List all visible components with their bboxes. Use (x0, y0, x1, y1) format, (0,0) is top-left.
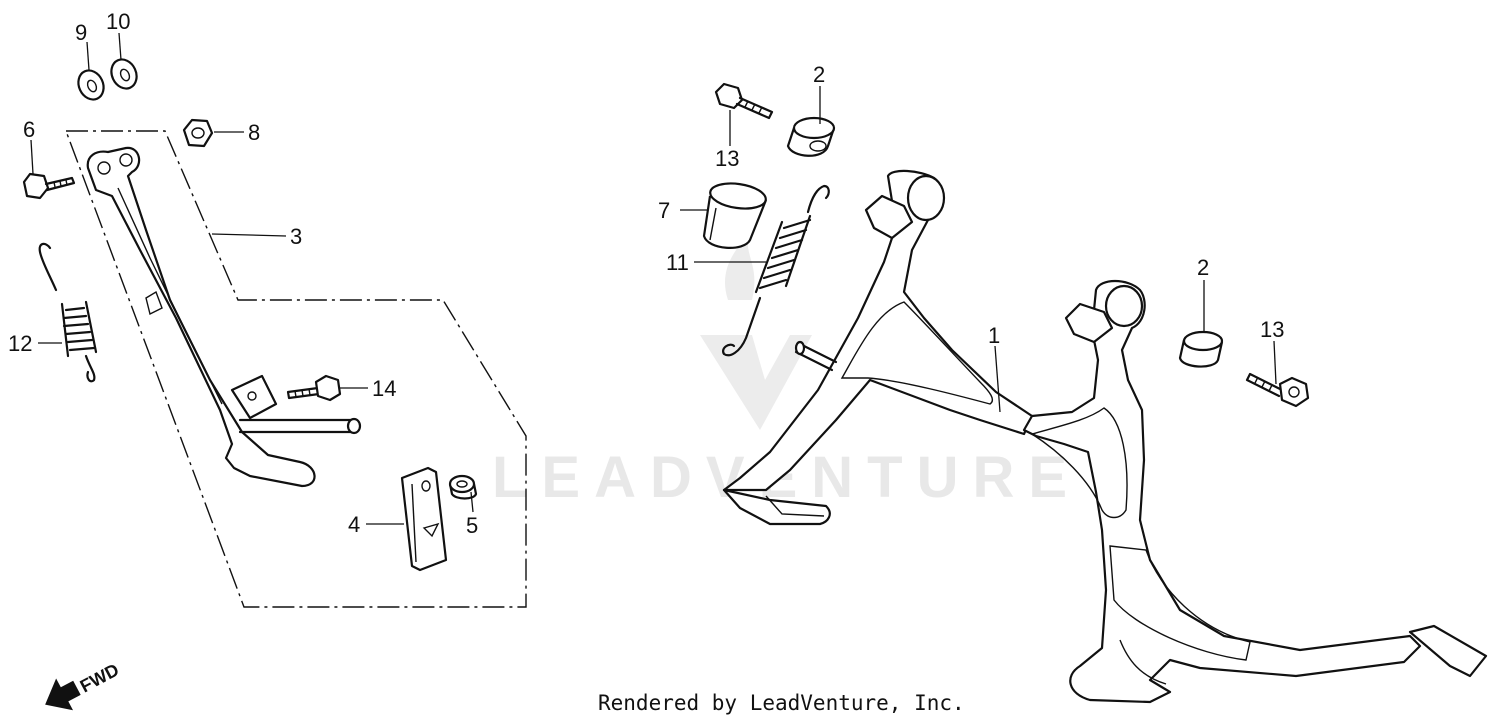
nut-8 (182, 118, 214, 148)
collar-5 (448, 474, 478, 500)
spring-12 (38, 242, 98, 383)
callout-5: 5 (466, 513, 478, 538)
collar-7 (702, 182, 768, 249)
callout-13-lower: 13 (1260, 317, 1284, 342)
callout-11: 11 (666, 250, 689, 275)
sidestand-group-outline (64, 130, 527, 608)
bolt-6 (22, 172, 76, 200)
render-credit: Rendered by LeadVenture, Inc. (598, 691, 965, 715)
bolt-13-lower (1245, 372, 1310, 408)
callout-2-upper: 2 (813, 62, 825, 87)
washer-9 (77, 69, 105, 101)
bolt-14 (286, 374, 342, 402)
callout-14: 14 (372, 376, 396, 401)
callout-6: 6 (23, 117, 35, 142)
callout-8: 8 (248, 120, 260, 145)
callout-2-lower: 2 (1197, 255, 1209, 280)
bolt-13-upper (714, 82, 774, 120)
fwd-arrow: FWD (45, 660, 123, 711)
callout-12: 12 (8, 331, 32, 356)
callout-4: 4 (348, 512, 360, 537)
bushing-2-upper (786, 116, 836, 157)
washer-10 (110, 58, 138, 90)
leader-lines (30, 32, 1277, 525)
side-stand-3 (86, 146, 362, 488)
callout-labels: 9 10 6 8 3 12 14 4 5 13 2 7 11 1 2 13 (8, 9, 1284, 538)
spring-11 (722, 184, 830, 357)
callout-3: 3 (290, 224, 302, 249)
main-stand-1 (722, 169, 1488, 704)
fwd-label: FWD (77, 660, 123, 697)
callout-9: 9 (75, 20, 87, 45)
callout-7: 7 (658, 198, 670, 223)
callout-13-upper: 13 (715, 146, 739, 171)
pad-4 (400, 466, 448, 572)
callout-1: 1 (988, 323, 1000, 348)
callout-10: 10 (106, 9, 130, 34)
bushing-2-lower (1178, 330, 1224, 368)
